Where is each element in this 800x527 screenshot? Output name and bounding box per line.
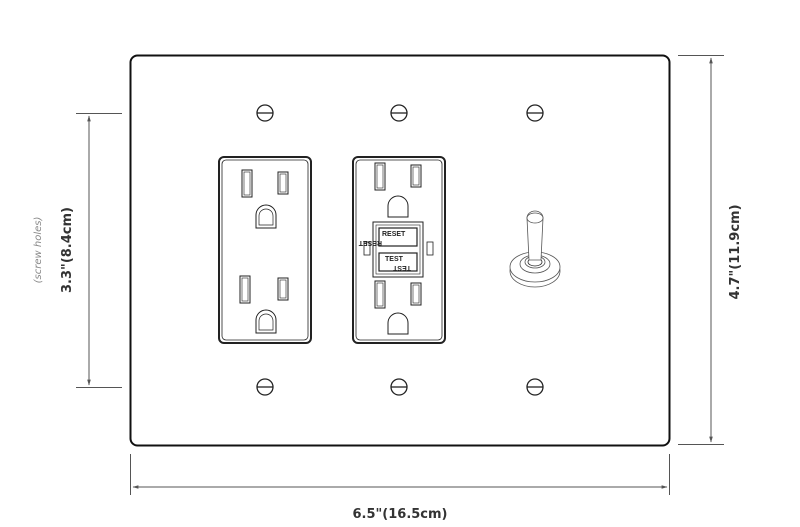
screw-icon [256, 378, 274, 396]
reset-label: RESET [382, 231, 406, 238]
width-label: 6.5"(16.5cm) [352, 507, 447, 522]
width-dimension [130, 454, 670, 495]
test-button [378, 252, 418, 272]
test-label-inverted: TEST [392, 264, 411, 271]
screw-span-label: 3.3"(8.4cm) [60, 207, 75, 293]
reset-label-inverted: RESET [358, 239, 382, 246]
test-label: TEST [385, 256, 404, 263]
upper-receptacle [241, 169, 289, 229]
screw-span-note: (screw holes) [33, 217, 44, 284]
toggle-switch-icon [509, 210, 561, 288]
lower-receptacle [239, 275, 289, 334]
height-label: 4.7"(11.9cm) [728, 204, 743, 299]
screw-span-dimension [76, 113, 122, 388]
screw-icons [256, 104, 544, 396]
duplex-outlet [218, 156, 312, 344]
height-dimension [678, 55, 724, 445]
screw-icon [526, 104, 544, 122]
screw-icon [390, 104, 408, 122]
reset-button [378, 227, 418, 247]
screw-icon [390, 378, 408, 396]
gfci-outlet [352, 156, 446, 344]
screw-icon [256, 104, 274, 122]
screw-icon [526, 378, 544, 396]
